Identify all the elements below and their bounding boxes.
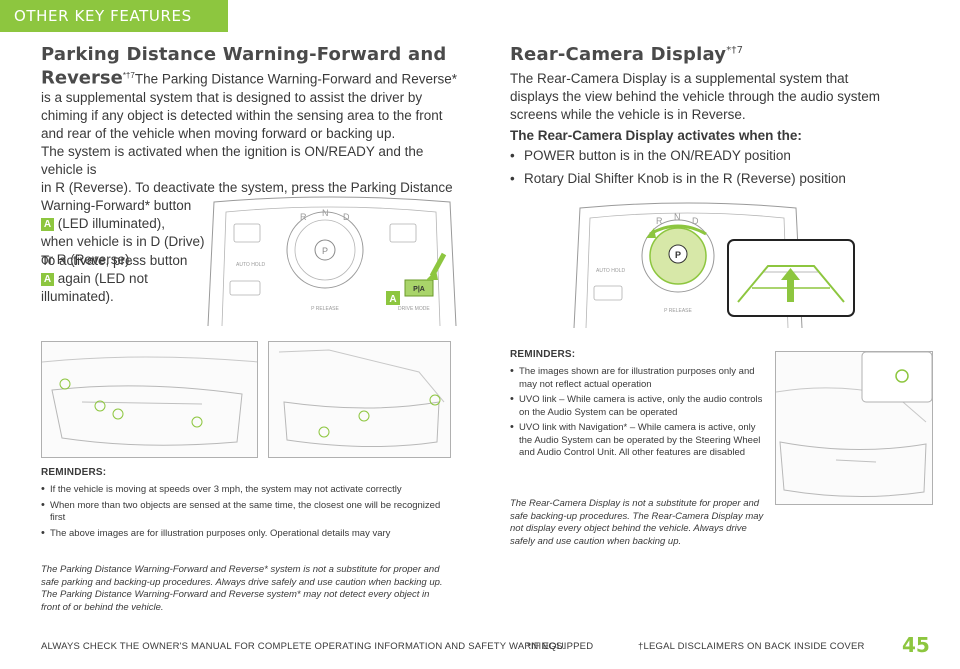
parking-warning-button bbox=[404, 279, 434, 297]
reminder-item: UVO link – While camera is active, only … bbox=[510, 393, 765, 419]
pdw-activation-line: (LED illuminated), bbox=[57, 216, 166, 231]
guideline bbox=[737, 265, 845, 303]
pdw-activation-line: Warning-Forward* button bbox=[41, 198, 192, 213]
reminders-title: REMINDERS: bbox=[41, 467, 107, 478]
rcd-disclaimer: The Rear-Camera Display is not a substit… bbox=[510, 498, 764, 547]
svg-text:R: R bbox=[656, 216, 663, 226]
sensor-marker bbox=[94, 400, 106, 412]
auto-hold-label: AUTO HOLD bbox=[236, 262, 265, 268]
pdw-disclaimer: The Parking Distance Warning-Forward and… bbox=[41, 564, 443, 613]
reminders-title: REMINDERS: bbox=[510, 349, 576, 360]
rcd-conditions: POWER button is in the ON/READY position… bbox=[510, 147, 910, 193]
sensor-marker bbox=[191, 416, 203, 428]
badge-a: A bbox=[41, 273, 54, 286]
sensor-marker bbox=[59, 378, 71, 390]
gear-r-label: R bbox=[300, 212, 307, 222]
footer-legal: †LEGAL DISCLAIMERS ON BACK INSIDE COVER bbox=[638, 641, 865, 652]
gear-d-label: D bbox=[343, 212, 350, 222]
sensor-marker bbox=[429, 394, 441, 406]
reminders-list: If the vehicle is moving at speeds over … bbox=[41, 483, 451, 541]
rcd-intro: The Rear-Camera Display is a supplementa… bbox=[510, 71, 880, 122]
pdw-reactivate-line: To activate, press button bbox=[41, 253, 188, 268]
rcd-reminders: REMINDERS: The images shown are for illu… bbox=[510, 349, 765, 463]
reminder-item: The images shown are for illustration pu… bbox=[510, 365, 765, 391]
reminder-item: When more than two objects are sensed at… bbox=[41, 499, 451, 525]
seat-heat-button bbox=[389, 223, 417, 243]
callout-badge bbox=[386, 291, 400, 305]
sensor-marker bbox=[358, 410, 370, 422]
camera-location-marker bbox=[895, 369, 909, 383]
condition-item: Rotary Dial Shifter Knob is in the R (Re… bbox=[510, 170, 910, 188]
pdw-activation: The system is activated when the ignitio… bbox=[41, 143, 461, 269]
reverse-arrow bbox=[787, 278, 794, 302]
gear-n-label: N bbox=[322, 208, 329, 218]
pa-button-label: P|A bbox=[413, 286, 425, 293]
pdw-intro-block: Reverse*†7The Parking Distance Warning-F… bbox=[41, 67, 461, 143]
pdw-reminders: REMINDERS: If the vehicle is moving at s… bbox=[41, 467, 451, 543]
svg-text:D: D bbox=[692, 216, 699, 226]
page-number: 45 bbox=[902, 633, 930, 657]
rear-bumper-image bbox=[268, 341, 451, 458]
badge-a: A bbox=[41, 218, 54, 231]
rotary-dial-ring bbox=[286, 211, 364, 289]
svg-text:P RELEASE: P RELEASE bbox=[664, 308, 692, 314]
reminder-item: The above images are for illustration pu… bbox=[41, 527, 451, 541]
svg-text:A: A bbox=[389, 294, 396, 305]
reminders-list: The images shown are for illustration pu… bbox=[510, 365, 765, 460]
pdw-activation-line: The system is activated when the ignitio… bbox=[41, 144, 424, 177]
pdw-reactivate: To activate, press button A again (LED n… bbox=[41, 252, 221, 306]
console-illustration-pdw: P R N D AUTO HOLD P RELEASE DRIVE MODE P… bbox=[207, 196, 457, 327]
footer-if-equipped: *IF EQUIPPED bbox=[527, 641, 594, 652]
sensor-marker bbox=[112, 408, 124, 420]
pdw-title-line2: Reverse bbox=[41, 67, 123, 89]
reminder-item: If the vehicle is moving at speeds over … bbox=[41, 483, 451, 497]
drive-mode-label: DRIVE MODE bbox=[398, 306, 430, 312]
rear-camera-image bbox=[775, 351, 933, 505]
pdw-reactivate-line: again (LED not bbox=[57, 271, 148, 286]
pdw-intro: The Parking Distance Warning-Forward and… bbox=[41, 71, 457, 141]
rcd-activates-heading: The Rear-Camera Display activates when t… bbox=[510, 128, 802, 143]
sensor-marker bbox=[318, 426, 330, 438]
section-header-tab: OTHER KEY FEATURES bbox=[0, 0, 228, 32]
p-release-label: P RELEASE bbox=[311, 306, 339, 312]
pdw-title-line1: Parking Distance Warning-Forward and bbox=[41, 44, 447, 65]
svg-text:AUTO HOLD: AUTO HOLD bbox=[596, 268, 625, 274]
console-illustration-rcd: P R N D AUTO HOLD P RELEASE bbox=[573, 202, 855, 329]
svg-text:N: N bbox=[674, 212, 681, 222]
reminder-item: UVO link with Navigation* – While camera… bbox=[510, 421, 765, 460]
front-bumper-image bbox=[41, 341, 258, 458]
seat-heat-button bbox=[233, 223, 261, 243]
pdw-activation-line: in R (Reverse). To deactivate the system… bbox=[41, 180, 453, 195]
rcd-title: Rear-Camera Display*†7 bbox=[510, 44, 744, 65]
pdw-reactivate-line: illuminated). bbox=[41, 289, 114, 304]
pdw-activation-line: or R (Reverse). bbox=[41, 252, 134, 267]
gear-p-label: P bbox=[322, 246, 328, 256]
footer-warning: ALWAYS CHECK THE OWNER'S MANUAL FOR COMP… bbox=[41, 641, 566, 652]
condition-item: POWER button is in the ON/READY position bbox=[510, 147, 910, 165]
pdw-title-sup: *†7 bbox=[122, 71, 135, 80]
svg-text:P: P bbox=[675, 250, 681, 260]
pdw-activation-line: when vehicle is in D (Drive) bbox=[41, 234, 205, 249]
